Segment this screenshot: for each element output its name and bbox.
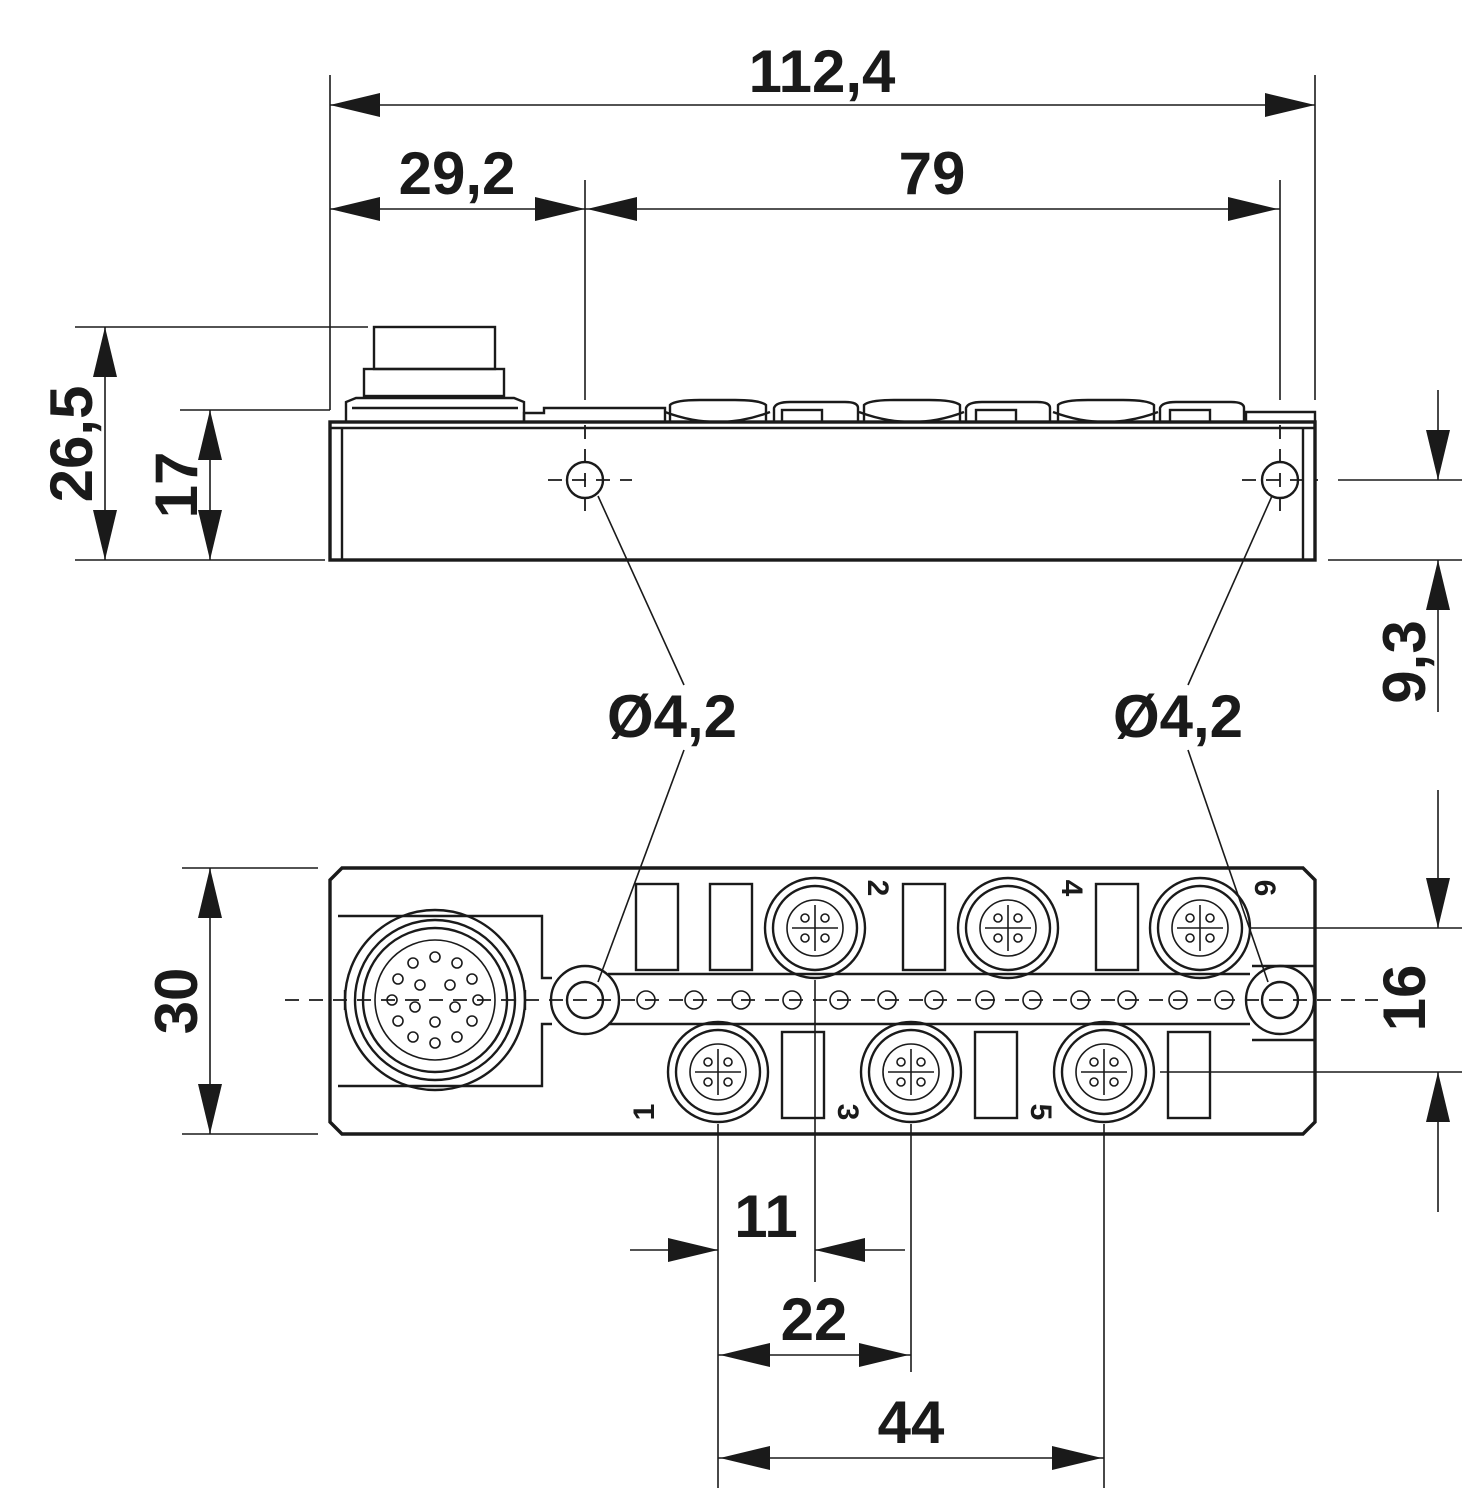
port-5 bbox=[1052, 1020, 1156, 1124]
dim-hole-diameter-left: Ø4,2 bbox=[607, 683, 737, 750]
m16-pins bbox=[386, 951, 484, 1049]
port-label-4: 4 bbox=[1055, 880, 1088, 897]
dim-port-pitch-double: 22 bbox=[781, 1286, 848, 1353]
front-view: 2 4 6 1 3 5 30 16 11 22 bbox=[143, 790, 1462, 1488]
port-4 bbox=[956, 876, 1060, 980]
dim-total-height: 26,5 bbox=[38, 386, 105, 503]
port-label-6: 6 bbox=[1248, 880, 1281, 897]
port-label-2: 2 bbox=[861, 880, 894, 897]
dim-row-spacing: 16 bbox=[1371, 965, 1438, 1032]
port-label-3: 3 bbox=[831, 1104, 864, 1121]
dim-port-pitch-quad: 44 bbox=[878, 1389, 945, 1456]
port-1 bbox=[666, 1020, 770, 1124]
dim-hole-spacing: 79 bbox=[899, 140, 966, 207]
dim-connector-offset: 29,2 bbox=[399, 140, 516, 207]
port-label-1: 1 bbox=[628, 1104, 661, 1121]
dim-port-pitch: 11 bbox=[734, 1183, 797, 1250]
led-row bbox=[636, 990, 1234, 1010]
dim-body-height: 17 bbox=[143, 452, 210, 519]
dim-hole-diameter-right: Ø4,2 bbox=[1113, 683, 1243, 750]
port-3 bbox=[859, 1020, 963, 1124]
dim-overall-length: 112,4 bbox=[749, 38, 896, 105]
port-2 bbox=[763, 876, 867, 980]
dim-hole-height: 9,3 bbox=[1371, 620, 1438, 703]
port-label-5: 5 bbox=[1024, 1104, 1057, 1121]
port-6 bbox=[1148, 876, 1252, 980]
hole-leaders: Ø4,2 Ø4,2 bbox=[597, 495, 1273, 983]
side-view: 112,4 29,2 79 bbox=[38, 38, 1462, 712]
dim-width: 30 bbox=[143, 968, 210, 1035]
